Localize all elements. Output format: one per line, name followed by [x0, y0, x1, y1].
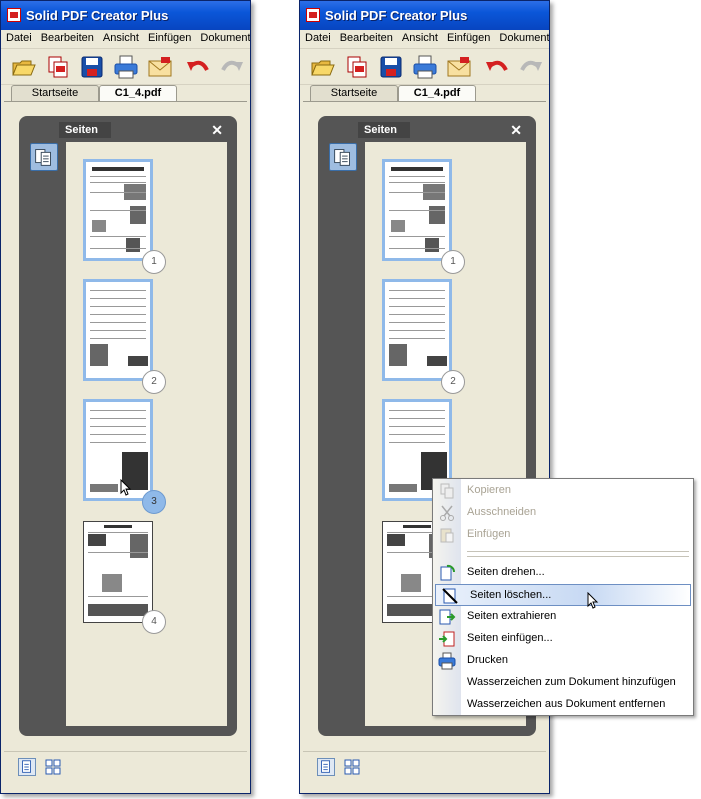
- close-icon[interactable]: ✕: [510, 122, 522, 138]
- thumbnail-view-icon[interactable]: [343, 758, 361, 776]
- menu-ansicht[interactable]: Ansicht: [102, 32, 139, 44]
- document-area: Seiten ✕ 1 2: [303, 101, 546, 749]
- document-tabs: Startseite C1_4.pdf: [308, 85, 549, 102]
- menu-item-seiten-loeschen[interactable]: Seiten löschen...: [435, 584, 691, 606]
- page-thumbnail-1[interactable]: [83, 159, 153, 261]
- menu-bearbeiten[interactable]: Bearbeiten: [339, 32, 393, 44]
- mouse-cursor-icon: [587, 592, 599, 609]
- pages-view-icon[interactable]: [30, 143, 58, 171]
- redo-icon[interactable]: [518, 54, 544, 80]
- app-window-left: Solid PDF Creator Plus Datei Bearbeiten An…: [0, 0, 251, 794]
- app-icon: [7, 8, 21, 22]
- pages-panel-title: Seiten: [59, 122, 111, 138]
- menu-item-drucken[interactable]: Drucken: [433, 650, 693, 672]
- menu-item-wasserzeichen-entfernen[interactable]: Wasserzeichen aus Dokument entfernen: [467, 698, 666, 710]
- menu-bearbeiten[interactable]: Bearbeiten: [40, 32, 94, 44]
- title-bar[interactable]: Solid PDF Creator Plus: [1, 1, 250, 30]
- copy-icon: [438, 482, 456, 500]
- pages-panel-title: Seiten: [358, 122, 410, 138]
- tab-c1-4-pdf[interactable]: C1_4.pdf: [398, 85, 476, 102]
- redo-icon[interactable]: [219, 54, 245, 80]
- pages-panel-header: Seiten ✕: [358, 122, 526, 138]
- page-thumbnail-2[interactable]: [83, 279, 153, 381]
- window-title: Solid PDF Creator Plus: [26, 8, 169, 23]
- tab-c1-4-pdf[interactable]: C1_4.pdf: [99, 85, 177, 102]
- mouse-cursor-icon: [120, 479, 132, 496]
- title-bar[interactable]: Solid PDF Creator Plus: [300, 1, 549, 30]
- document-area: Seiten ✕ 1 2 3: [4, 101, 247, 749]
- page-number-badge: 2: [142, 370, 166, 394]
- document-tabs: Startseite C1_4.pdf: [9, 85, 250, 102]
- window-title: Solid PDF Creator Plus: [325, 8, 468, 23]
- tab-startseite[interactable]: Startseite: [11, 85, 99, 101]
- status-bar: [303, 751, 546, 779]
- print-icon[interactable]: [412, 54, 438, 80]
- menu-datei[interactable]: Datei: [6, 32, 32, 44]
- email-icon[interactable]: [446, 54, 472, 80]
- close-icon[interactable]: ✕: [211, 122, 223, 138]
- pages-thumbnails: 1 2 3 4: [66, 142, 227, 726]
- menu-item-ausschneiden[interactable]: Ausschneiden: [433, 502, 693, 524]
- menu-item-wasserzeichen-hinzufuegen[interactable]: Wasserzeichen zum Dokument hinzufügen: [467, 676, 676, 688]
- menu-item-seiten-extrahieren[interactable]: Seiten extrahieren: [433, 606, 693, 628]
- pages-view-icon[interactable]: [329, 143, 357, 171]
- toolbar: [1, 49, 250, 85]
- single-page-view-icon[interactable]: [18, 758, 36, 776]
- cut-icon: [438, 504, 456, 522]
- menu-item-seiten-drehen[interactable]: Seiten drehen...: [433, 562, 693, 584]
- page-thumbnail-1[interactable]: [382, 159, 452, 261]
- menu-item-kopieren[interactable]: Kopieren: [433, 480, 693, 502]
- menu-item-einfuegen[interactable]: Einfügen: [433, 524, 693, 546]
- page-thumbnail-4[interactable]: [83, 521, 153, 623]
- page-thumbnail-2[interactable]: [382, 279, 452, 381]
- menu-ansicht[interactable]: Ansicht: [401, 32, 438, 44]
- menu-einfuegen[interactable]: Einfügen: [446, 32, 491, 44]
- copy-pages-icon[interactable]: [45, 54, 71, 80]
- pages-panel: Seiten ✕ 1 2 3: [19, 116, 237, 736]
- page-number-badge: 1: [142, 250, 166, 274]
- extract-pages-icon: [438, 608, 456, 626]
- status-bar: [4, 751, 247, 779]
- open-folder-icon[interactable]: [310, 54, 336, 80]
- toolbar: [300, 49, 549, 85]
- page-thumbnail-3[interactable]: [83, 399, 153, 501]
- menu-item-seiten-einfuegen[interactable]: Seiten einfügen...: [433, 628, 693, 650]
- save-icon[interactable]: [378, 54, 404, 80]
- menu-separator: [467, 556, 689, 557]
- pages-panel-header: Seiten ✕: [59, 122, 227, 138]
- save-icon[interactable]: [79, 54, 105, 80]
- menu-separator: [467, 551, 689, 552]
- page-number-badge: 2: [441, 370, 465, 394]
- page-number-badge: 1: [441, 250, 465, 274]
- menu-einfuegen[interactable]: Einfügen: [147, 32, 192, 44]
- app-icon: [306, 8, 320, 22]
- delete-pages-icon: [441, 587, 459, 605]
- email-icon[interactable]: [147, 54, 173, 80]
- undo-icon[interactable]: [185, 54, 211, 80]
- undo-icon[interactable]: [484, 54, 510, 80]
- open-folder-icon[interactable]: [11, 54, 37, 80]
- single-page-view-icon[interactable]: [317, 758, 335, 776]
- tab-startseite[interactable]: Startseite: [310, 85, 398, 101]
- print-icon: [438, 652, 456, 670]
- context-menu: Kopieren Ausschneiden Einfügen Seiten dr…: [432, 478, 694, 716]
- menu-datei[interactable]: Datei: [305, 32, 331, 44]
- page-number-badge: 3: [142, 490, 166, 514]
- page-number-badge: 4: [142, 610, 166, 634]
- insert-pages-icon: [438, 630, 456, 648]
- copy-pages-icon[interactable]: [344, 54, 370, 80]
- paste-icon: [438, 526, 456, 544]
- print-icon[interactable]: [113, 54, 139, 80]
- thumbnail-view-icon[interactable]: [44, 758, 62, 776]
- rotate-pages-icon: [438, 564, 456, 582]
